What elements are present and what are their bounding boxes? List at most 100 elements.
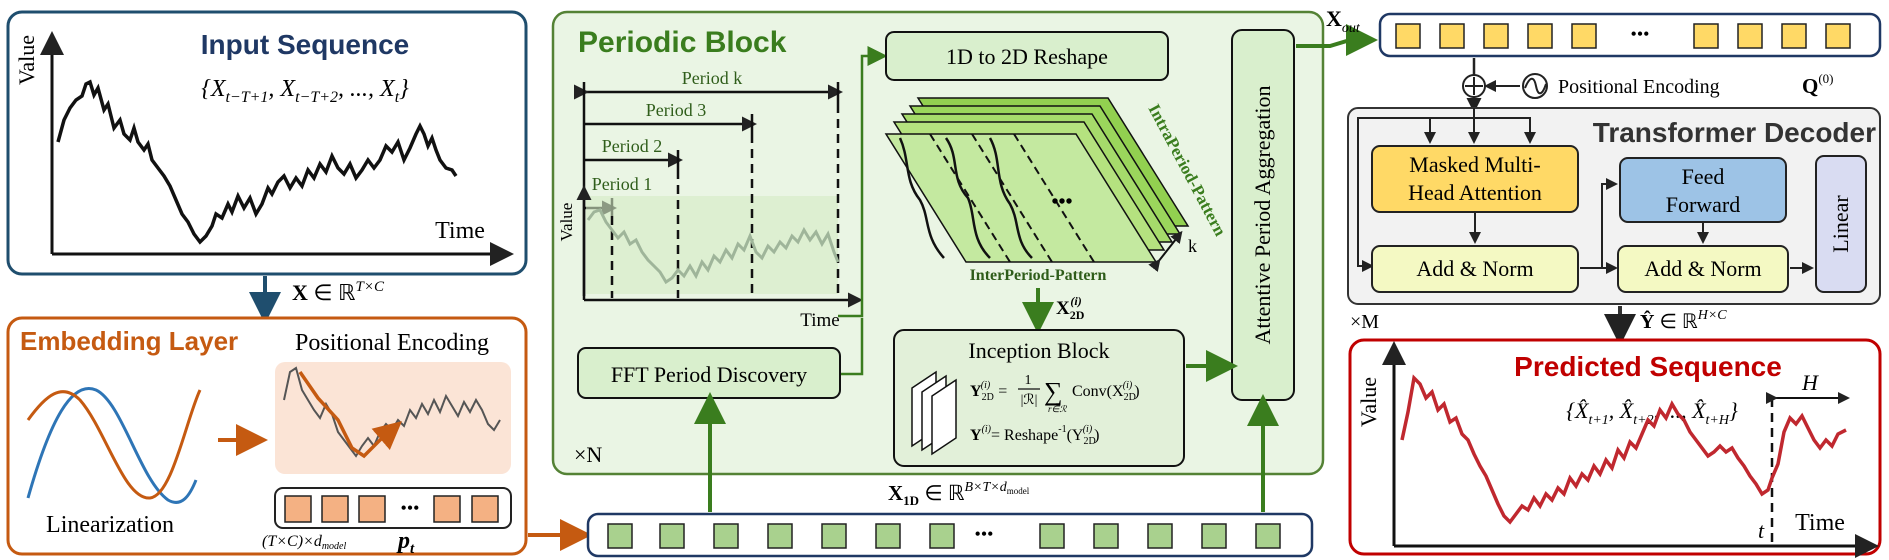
period-dashed-lines [610, 104, 840, 298]
t-marker-label: t [1758, 518, 1765, 543]
inception-eq1-sum-sub: r∈ℛ [1048, 404, 1067, 414]
h-marker-label: H [1801, 370, 1819, 395]
predicted-title: Predicted Sequence [1514, 351, 1782, 382]
decoder-residual-1 [1357, 108, 1475, 272]
sheet-ellipsis: ••• [1051, 191, 1072, 213]
fft-label: FFT Period Discovery [611, 362, 807, 387]
predicted-sequence-panel: Predicted Sequence {X̂t+1, X̂t+2, ..., X… [1348, 338, 1882, 558]
token-box [1093, 523, 1119, 549]
x-dim-label: X ∈ ℝT×C [292, 279, 385, 305]
x1d-token-ellipsis: ••• [975, 524, 994, 544]
period-2-label: Period 2 [602, 136, 663, 156]
period-plot-shade [586, 196, 838, 294]
pe-token [284, 495, 312, 523]
xout-label: Xout [1326, 6, 1361, 36]
input-y-label: Value [14, 35, 39, 85]
linearization-wave-orange [26, 389, 202, 500]
sinusoid-wave [1524, 77, 1547, 95]
token-box [1825, 23, 1851, 49]
transformer-decoder-panel: Transformer Decoder Masked Multi- Head A… [1347, 107, 1881, 305]
reshape-box [885, 31, 1169, 81]
token-box [875, 523, 901, 549]
inception-eq1-frac-den: |ℛ| [1021, 393, 1038, 408]
input-sequence-formula: {Xt−T+1, Xt−T+2, ..., Xt} [201, 76, 409, 106]
xout-token-ellipsis: ••• [1631, 24, 1650, 44]
period-1-label: Period 1 [592, 174, 653, 194]
token-box [1571, 23, 1597, 49]
addnorm-2-label: Add & Norm [1644, 256, 1761, 281]
pe-token-boxes [284, 495, 499, 523]
period-3-label: Period 3 [646, 100, 707, 120]
x1d-token-boxes [607, 523, 1281, 549]
pe-token [358, 495, 386, 523]
token-box [1527, 23, 1553, 49]
token-box [1737, 23, 1763, 49]
xout-token-boxes [1395, 23, 1851, 49]
token-box [1395, 23, 1421, 49]
inception-eq2: Y(i)= Reshape-1(Y2D(i)) [970, 424, 1100, 447]
inception-title: Inception Block [968, 338, 1109, 363]
fft-to-plot-connector [840, 318, 864, 376]
periodic-repeat-label: ×N [574, 442, 602, 467]
predicted-x-label: Time [1795, 510, 1845, 536]
ffn-line2: Forward [1666, 192, 1741, 217]
inception-eq1-rhs: Conv(X2D(i)) [1072, 380, 1140, 403]
sheet-patterns [898, 137, 1033, 259]
input-series-line [56, 79, 458, 245]
periodic-block-panel: Periodic Block ×N Period k Period 3 Peri… [551, 10, 1325, 476]
inception-eq1-frac-num: 1 [1025, 373, 1032, 388]
y-hat-dim-label: Ŷ ∈ ℝH×C [1640, 308, 1727, 333]
inter-period-label: InterPeriod-Pattern [970, 267, 1107, 284]
predicted-series-line [1400, 374, 1847, 525]
pe-token-ellipsis: ••• [401, 498, 420, 518]
reshape-label: 1D to 2D Reshape [946, 44, 1108, 69]
period-2d-sheets: ••• k [884, 97, 1197, 272]
token-box [1147, 523, 1173, 549]
x2d-label: X2D(i) [1056, 294, 1085, 322]
predicted-y-label: Value [1356, 377, 1381, 427]
period-plot-y-label: Value [557, 203, 576, 242]
plot-to-reshape-arrow [838, 46, 888, 318]
token-box [1781, 23, 1807, 49]
inception-kernel-icon [911, 370, 957, 456]
period-plot-x-label: Time [800, 310, 839, 331]
input-x-label: Time [435, 218, 485, 244]
token-box [607, 523, 633, 549]
token-box [1255, 523, 1281, 549]
decoder-attn-in-1 [1424, 117, 1474, 144]
pe-token [471, 495, 499, 523]
linearization-wave-blue [26, 387, 198, 504]
x1d-dim-label: X1D ∈ ℝB×T×dmodel [888, 480, 1030, 508]
periodic-block-title: Periodic Block [578, 26, 787, 59]
token-box [1039, 523, 1065, 549]
token-box [1693, 23, 1719, 49]
q0-label: Q(0) [1802, 71, 1834, 98]
inception-eq1-lhs: Y2D(i) = [970, 380, 1007, 403]
embedding-layer-title: Embedding Layer [20, 326, 238, 356]
ffn-line1: Feed [1682, 164, 1725, 189]
aggregation-label: Attentive Period Aggregation [1250, 85, 1275, 344]
period-plot-series [586, 208, 840, 285]
embedding-pe-title: Positional Encoding [295, 330, 489, 356]
addnorm-1-box [1371, 245, 1579, 293]
pe-plot-orange-trend [298, 371, 402, 459]
masked-mha-line2: Head Attention [1408, 180, 1542, 205]
token-box [1483, 23, 1509, 49]
token-box [1439, 23, 1465, 49]
token-box [767, 523, 793, 549]
inception-block [893, 329, 1185, 467]
token-box [713, 523, 739, 549]
linear-box [1815, 155, 1867, 293]
token-box [659, 523, 685, 549]
pe-token [433, 495, 461, 523]
token-box [929, 523, 955, 549]
masked-mha-line1: Masked Multi- [1409, 152, 1540, 177]
addnorm-1-label: Add & Norm [1416, 256, 1533, 281]
addnorm-2-box [1617, 245, 1789, 293]
decoder-repeat-label: ×M [1350, 311, 1379, 333]
pe-plot-background [275, 362, 511, 474]
period-k-label: Period k [682, 68, 743, 88]
embedding-dims-label: (T×C)×dmodel [262, 533, 346, 552]
pe-token [321, 495, 349, 523]
